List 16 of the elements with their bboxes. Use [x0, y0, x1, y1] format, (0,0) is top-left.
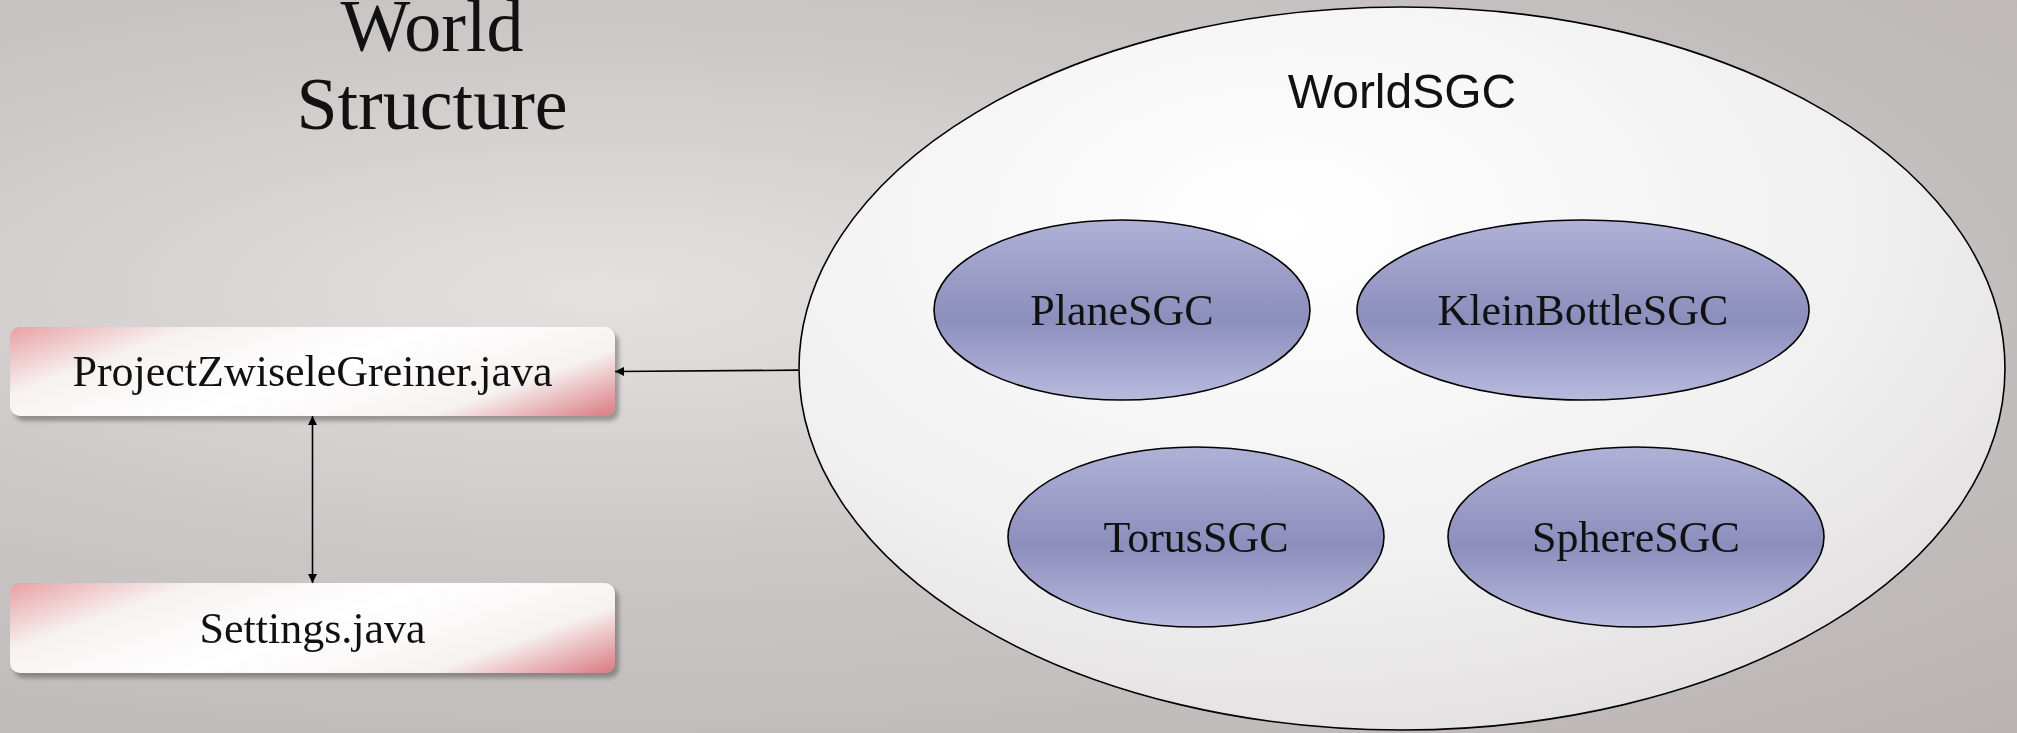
arrow	[614, 366, 799, 376]
component-name: SphereSGC	[1532, 511, 1740, 563]
component-name: PlaneSGC	[1030, 284, 1214, 336]
component-name: KleinBottleSGC	[1437, 284, 1729, 336]
file-name: ProjectZwiseleGreiner.java	[72, 346, 553, 397]
component-name: TorusSGC	[1103, 511, 1289, 563]
arrow	[308, 415, 317, 584]
component-ellipse	[933, 219, 1311, 401]
component-ellipse	[1447, 446, 1825, 628]
file-box	[10, 583, 615, 673]
component-name: WorldSGC	[1287, 64, 1517, 119]
file-box	[10, 327, 615, 416]
scene-graph-ellipse	[798, 6, 2006, 731]
component-ellipse	[1356, 219, 1810, 401]
file-name: Settings.java	[199, 602, 426, 654]
component-ellipse	[1007, 446, 1385, 628]
